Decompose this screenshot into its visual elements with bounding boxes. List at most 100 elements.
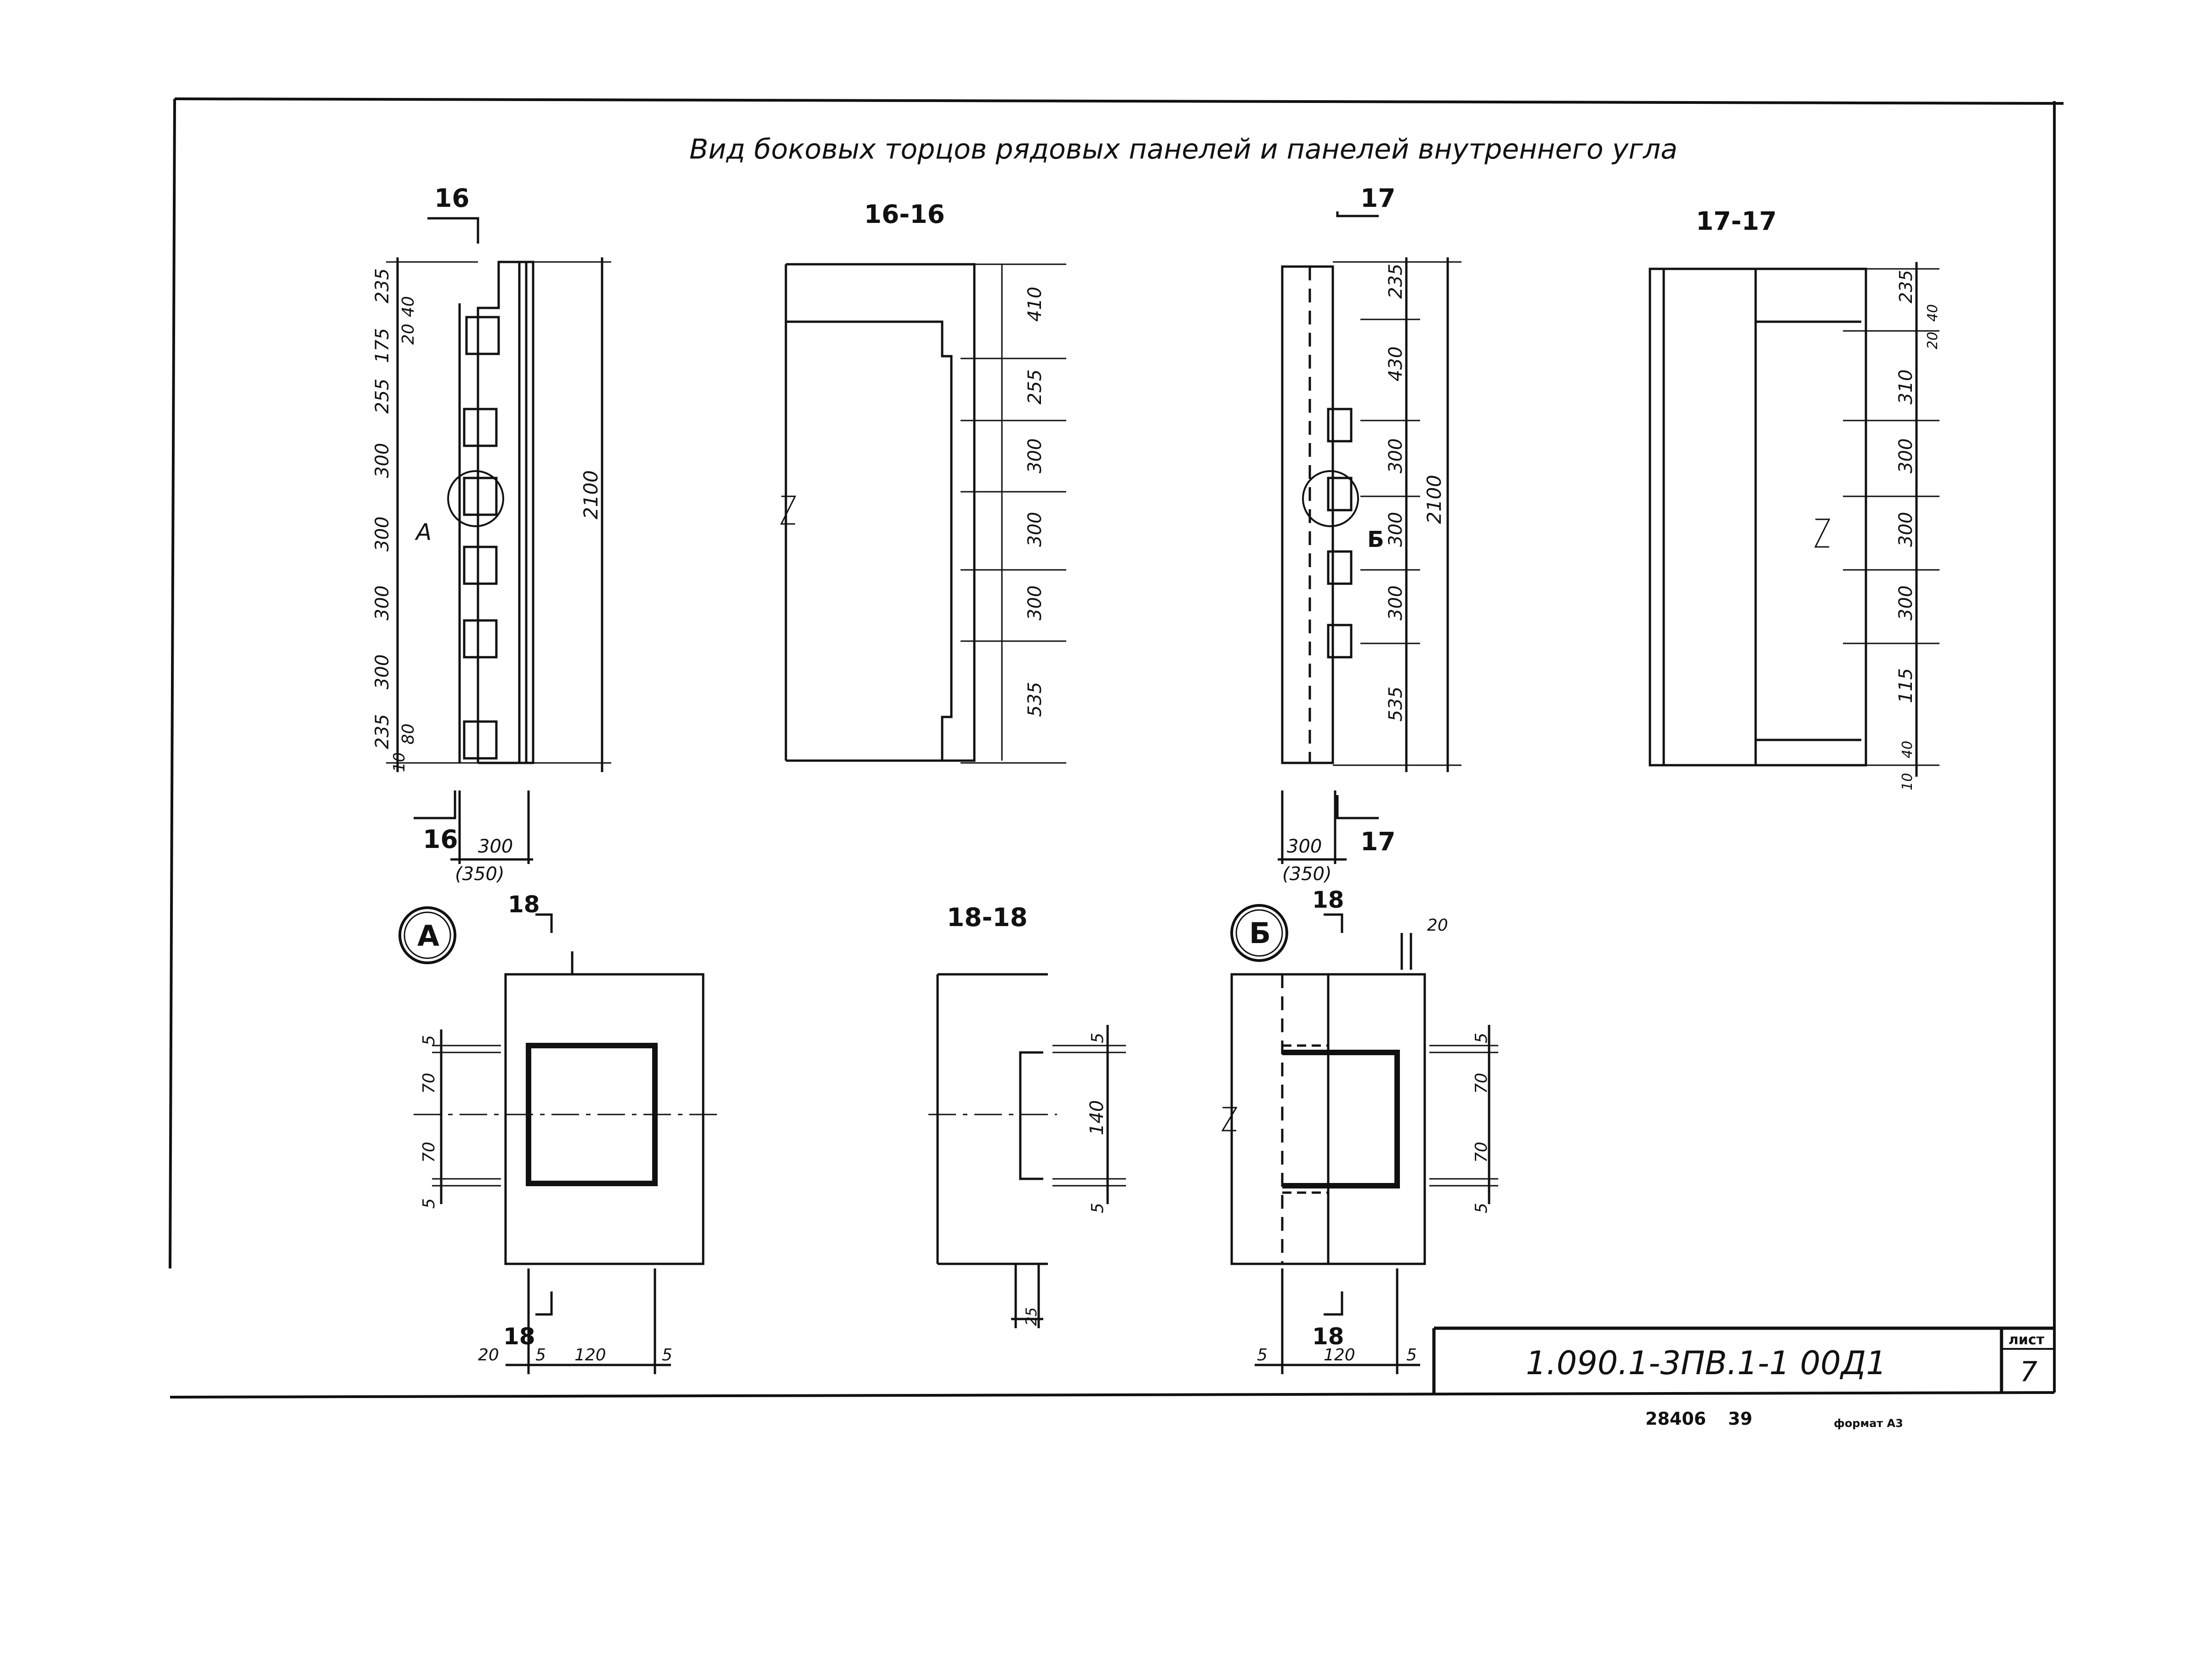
dim-label: 120 xyxy=(1324,1346,1355,1365)
dim-label: 175 xyxy=(372,328,393,363)
dim-label: 5 xyxy=(662,1346,672,1365)
dim-label: 115 xyxy=(1895,668,1916,703)
dim-label: 300 xyxy=(1895,586,1916,620)
view2-dims: 235 430 300 300 300 535 xyxy=(1385,264,1406,722)
section18-title: 18-18 xyxy=(947,903,1028,932)
section17-title: 17-17 xyxy=(1696,206,1777,236)
detail-a-label: А xyxy=(417,919,439,953)
dim-label: 40 xyxy=(1925,304,1941,322)
section-17-17: 17-17 235 310 300 300 300 115 20 40 xyxy=(1649,206,1941,790)
view2-height-dim: 2100 xyxy=(1423,475,1445,524)
dim-label: 300 xyxy=(1024,438,1046,473)
footer-inv-number: 28406 xyxy=(1645,1409,1706,1429)
dim-label: 300 xyxy=(1385,438,1406,473)
section16-title: 16-16 xyxy=(864,199,945,229)
dim-label: 535 xyxy=(1385,687,1406,722)
dim-label: 310 xyxy=(1895,370,1916,404)
detail-a-badge xyxy=(398,906,456,964)
view2-width-dim-alt: (350) xyxy=(1282,864,1332,885)
dim-label: 10 xyxy=(1899,773,1916,790)
dim-label: 70 xyxy=(420,1073,438,1094)
stamp-code: 1.090.1-3ПВ.1-1 00Д1 xyxy=(1526,1344,1887,1382)
callout-circle-a xyxy=(447,470,504,527)
dim-label: 20 xyxy=(1925,332,1941,349)
detail-a-cut-bottom: 18 xyxy=(503,1323,535,1350)
footer: 28406 39 формат А3 xyxy=(1645,1409,1903,1430)
dim-label: 5 xyxy=(1406,1346,1417,1365)
dim-label: 300 xyxy=(1385,586,1406,620)
view1-cut-label-bottom: 16 xyxy=(423,824,458,854)
view1-callout-label: А xyxy=(415,519,432,546)
footer-format: формат А3 xyxy=(1834,1417,1903,1430)
dim-label: 430 xyxy=(1385,347,1406,381)
dim-label: 5 xyxy=(535,1346,546,1365)
detail-b: Б 18 18 20 5 70 70 xyxy=(1221,887,1498,1374)
dim-label: 535 xyxy=(1024,682,1046,717)
stamp: 1.090.1-3ПВ.1-1 00Д1 лист 7 xyxy=(1432,1326,2054,1395)
view1-height-dim: 2100 xyxy=(580,470,602,519)
sheet-frame xyxy=(169,97,2064,1399)
view1-width-dim: 300 xyxy=(478,836,513,857)
section17-dims: 235 310 300 300 300 115 20 40 40 10 xyxy=(1895,270,1941,790)
dim-label: 40 xyxy=(399,296,418,317)
dim-label: 300 xyxy=(372,443,393,478)
detail-a-cut-top: 18 xyxy=(508,891,540,918)
footer-number: 39 xyxy=(1728,1409,1752,1429)
dim-label: 80 xyxy=(399,723,418,745)
view2-cut-label-bottom: 17 xyxy=(1360,827,1396,856)
dim-label: 140 xyxy=(1086,1100,1108,1135)
section-18-18: 18-18 5 140 5 25 xyxy=(928,903,1126,1328)
dim-label: 5 xyxy=(1088,1033,1107,1043)
dim-label: 300 xyxy=(372,517,393,552)
dim-label: 235 xyxy=(372,714,393,749)
detail-a-dims: 5 70 70 5 20 5 120 5 xyxy=(420,1035,672,1365)
dim-label: 25 xyxy=(1023,1307,1040,1326)
detail-a: А 18 18 5 70 70 5 20 5 120 5 xyxy=(398,891,722,1374)
section16-dims: 410 255 300 300 300 535 xyxy=(1024,287,1046,717)
dim-label: 40 xyxy=(1899,741,1916,758)
dim-label: 300 xyxy=(1895,438,1916,473)
detail-b-top-dim: 20 xyxy=(1427,916,1448,935)
dim-label: 70 xyxy=(1472,1142,1491,1163)
sheet-title: Вид боковых торцов рядовых панелей и пан… xyxy=(689,133,1677,165)
dim-label: 5 xyxy=(1472,1033,1491,1043)
dim-label: 235 xyxy=(1385,264,1406,299)
dim-label: 410 xyxy=(1024,287,1046,322)
dim-label: 300 xyxy=(1385,512,1406,547)
section-16-16: 16-16 410 255 300 300 300 535 xyxy=(780,199,1066,764)
dim-label: 70 xyxy=(1472,1073,1491,1094)
view-1: 16 16 А 2100 300 (350) 235 175 255 300 3… xyxy=(372,183,611,885)
dim-label: 70 xyxy=(420,1142,438,1163)
dim-label: 10 xyxy=(390,752,409,772)
dim-label: 300 xyxy=(372,586,393,620)
dim-label: 5 xyxy=(1472,1203,1491,1213)
dim-label: 300 xyxy=(1895,512,1916,547)
dim-label: 300 xyxy=(1024,586,1046,620)
dim-label: 235 xyxy=(1896,270,1916,303)
dim-label: 300 xyxy=(372,654,393,689)
view1-cut-label-top: 16 xyxy=(434,183,470,213)
dim-label: 5 xyxy=(1257,1346,1268,1365)
detail-b-cut-bottom: 18 xyxy=(1312,1323,1344,1350)
stamp-sheet-label: лист xyxy=(2008,1332,2045,1348)
detail-b-badge xyxy=(1230,904,1288,962)
detail-b-label: Б xyxy=(1249,916,1271,950)
view2-width-dim: 300 xyxy=(1287,836,1322,857)
dim-label: 255 xyxy=(1024,370,1046,404)
dim-label: 5 xyxy=(420,1198,438,1209)
dim-label: 20 xyxy=(478,1346,499,1365)
dim-label: 20 xyxy=(399,324,418,345)
dim-label: 300 xyxy=(1024,512,1046,547)
dim-label: 5 xyxy=(1088,1203,1107,1213)
section18-dims: 5 140 5 25 xyxy=(1023,1033,1108,1326)
detail-b-cut-top: 18 xyxy=(1312,887,1344,913)
view2-callout-label: Б xyxy=(1367,527,1384,552)
view1-width-dim-alt: (350) xyxy=(455,864,505,885)
view1-side-dims: 235 175 255 300 300 300 300 235 40 20 80… xyxy=(372,268,418,772)
dim-label: 235 xyxy=(372,268,393,303)
dim-label: 5 xyxy=(420,1035,438,1046)
callout-circle-b xyxy=(1302,470,1359,527)
stamp-sheet-number: 7 xyxy=(2020,1356,2037,1388)
view-2: 17 17 Б 2100 300 (350) 235 430 300 300 3… xyxy=(1278,183,1461,885)
